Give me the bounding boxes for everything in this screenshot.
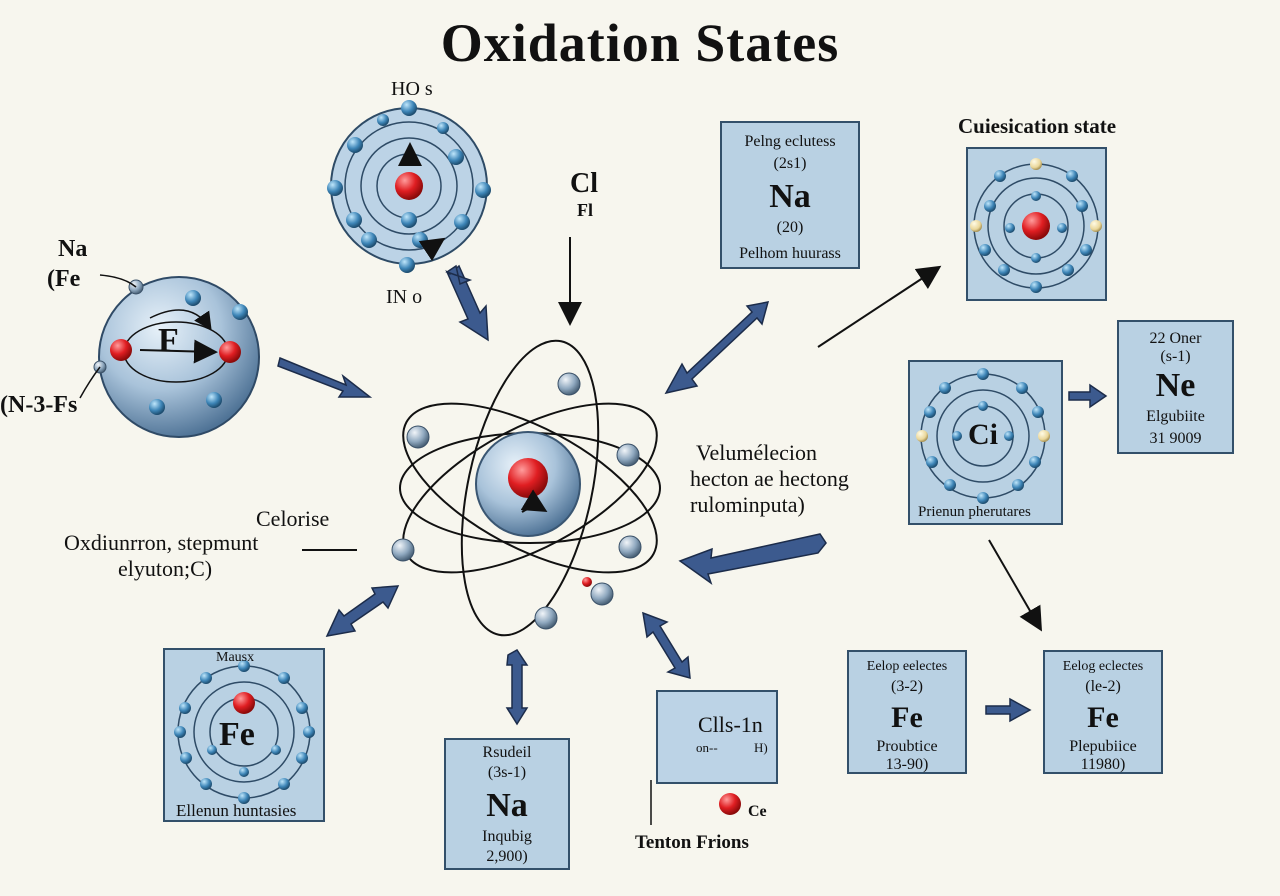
ci-symbol: Ci [968,418,998,451]
blue-arrows [277,264,1108,726]
element-card-fe-mid: Eelop eelectes (3-2) Fe Proubtice 13-90) [847,650,967,774]
fe-atom-diagram [163,648,325,822]
label-na-left: Na [58,236,88,262]
cls-sub: on-- [696,740,718,755]
element-card-ne: 22 Oner (s-1) Ne Elgubiite 31 9009 [1117,320,1234,454]
card-bottom: 2,900) [486,848,528,865]
element-card-na-top: Pelng eclutess (2s1) Na (20) Pelhom huur… [720,121,860,269]
card-bottom: 31 9009 [1149,430,1202,447]
element-card-fe-right: Eelog eclectes (le-2) Fe Plepubiice 1198… [1043,650,1163,774]
label-vel-line2: hecton ae hectong [690,466,849,491]
card-symbol: Fe [1087,701,1119,734]
label-cuiesication-state: Cuiesication state [958,114,1117,138]
card-top-text: 22 Oner [1149,330,1202,347]
card-num: (s-1) [1160,348,1191,365]
page-title: Oxidation States [440,13,840,73]
left-f-atom [79,274,260,438]
label-n3fs: (N-3-Fs [0,392,78,418]
card-top-text: Pelng eclutess [744,133,836,150]
label-in-o: IN o [386,286,423,308]
label-cl: Cl [570,168,598,199]
central-atom [391,339,661,637]
thin-arrows [302,237,1043,632]
card-sub: Plepubiice [1069,738,1137,755]
label-vel-line3: rulominputa) [690,492,805,517]
card-symbol: Fe [891,701,923,734]
card-sub: (20) [776,219,804,236]
card-bottom: 11980) [1080,756,1126,773]
label-tenton-frions: Tenton Frions [635,832,749,853]
label-fl: Fl [577,200,593,220]
top-atom-diagram [327,100,491,273]
label-fe-left: (Fe [47,266,81,292]
card-num: (le-2) [1085,678,1121,695]
label-oxd-line1: Oxdiunrron, stepmunt [64,530,259,555]
card-sub: Inqubig [482,828,532,845]
card-num: (2s1) [773,155,807,172]
fe-left-bottom-label: Ellenun huntasies [176,801,297,820]
cls-symbol: Clls-1n [698,712,763,737]
label-ho-s: HO s [391,78,433,100]
card-symbol: Na [769,178,811,215]
atom-f-symbol: F [158,322,179,359]
card-bottom: Pelhom huurass [739,245,841,262]
card-top-text: Rsudeil [482,744,532,761]
card-symbol: Na [486,787,528,824]
card-num: (3-2) [891,678,923,695]
card-top-text: Eelog eclectes [1062,659,1144,674]
cls-right: H) [754,740,768,755]
fe-left-top-label: Mausx [216,650,255,665]
ci-bottom-label: Prienun pherutares [918,504,1031,520]
card-top-text: Eelop eelectes [866,659,948,674]
ci-atom-diagram [908,360,1063,525]
card-num: (3s-1) [487,764,527,781]
card-sub: Elgubiite [1146,408,1205,425]
element-card-cls [656,690,778,784]
label-vel-line1: Velumélecion [696,440,817,465]
fe-left-symbol: Fe [219,716,255,753]
cuiesication-atom-diagram [966,147,1107,301]
label-celorise: Celorise [256,506,330,531]
label-oxd-line2: elyuton;C) [118,556,213,581]
card-symbol: Ne [1155,367,1196,404]
card-sub: Proubtice [876,738,938,755]
card-bottom: 13-90) [885,756,929,773]
element-card-na-bottom: Rsudeil (3s-1) Na Inqubig 2,900) [444,738,570,870]
label-ce: Ce [748,803,767,820]
